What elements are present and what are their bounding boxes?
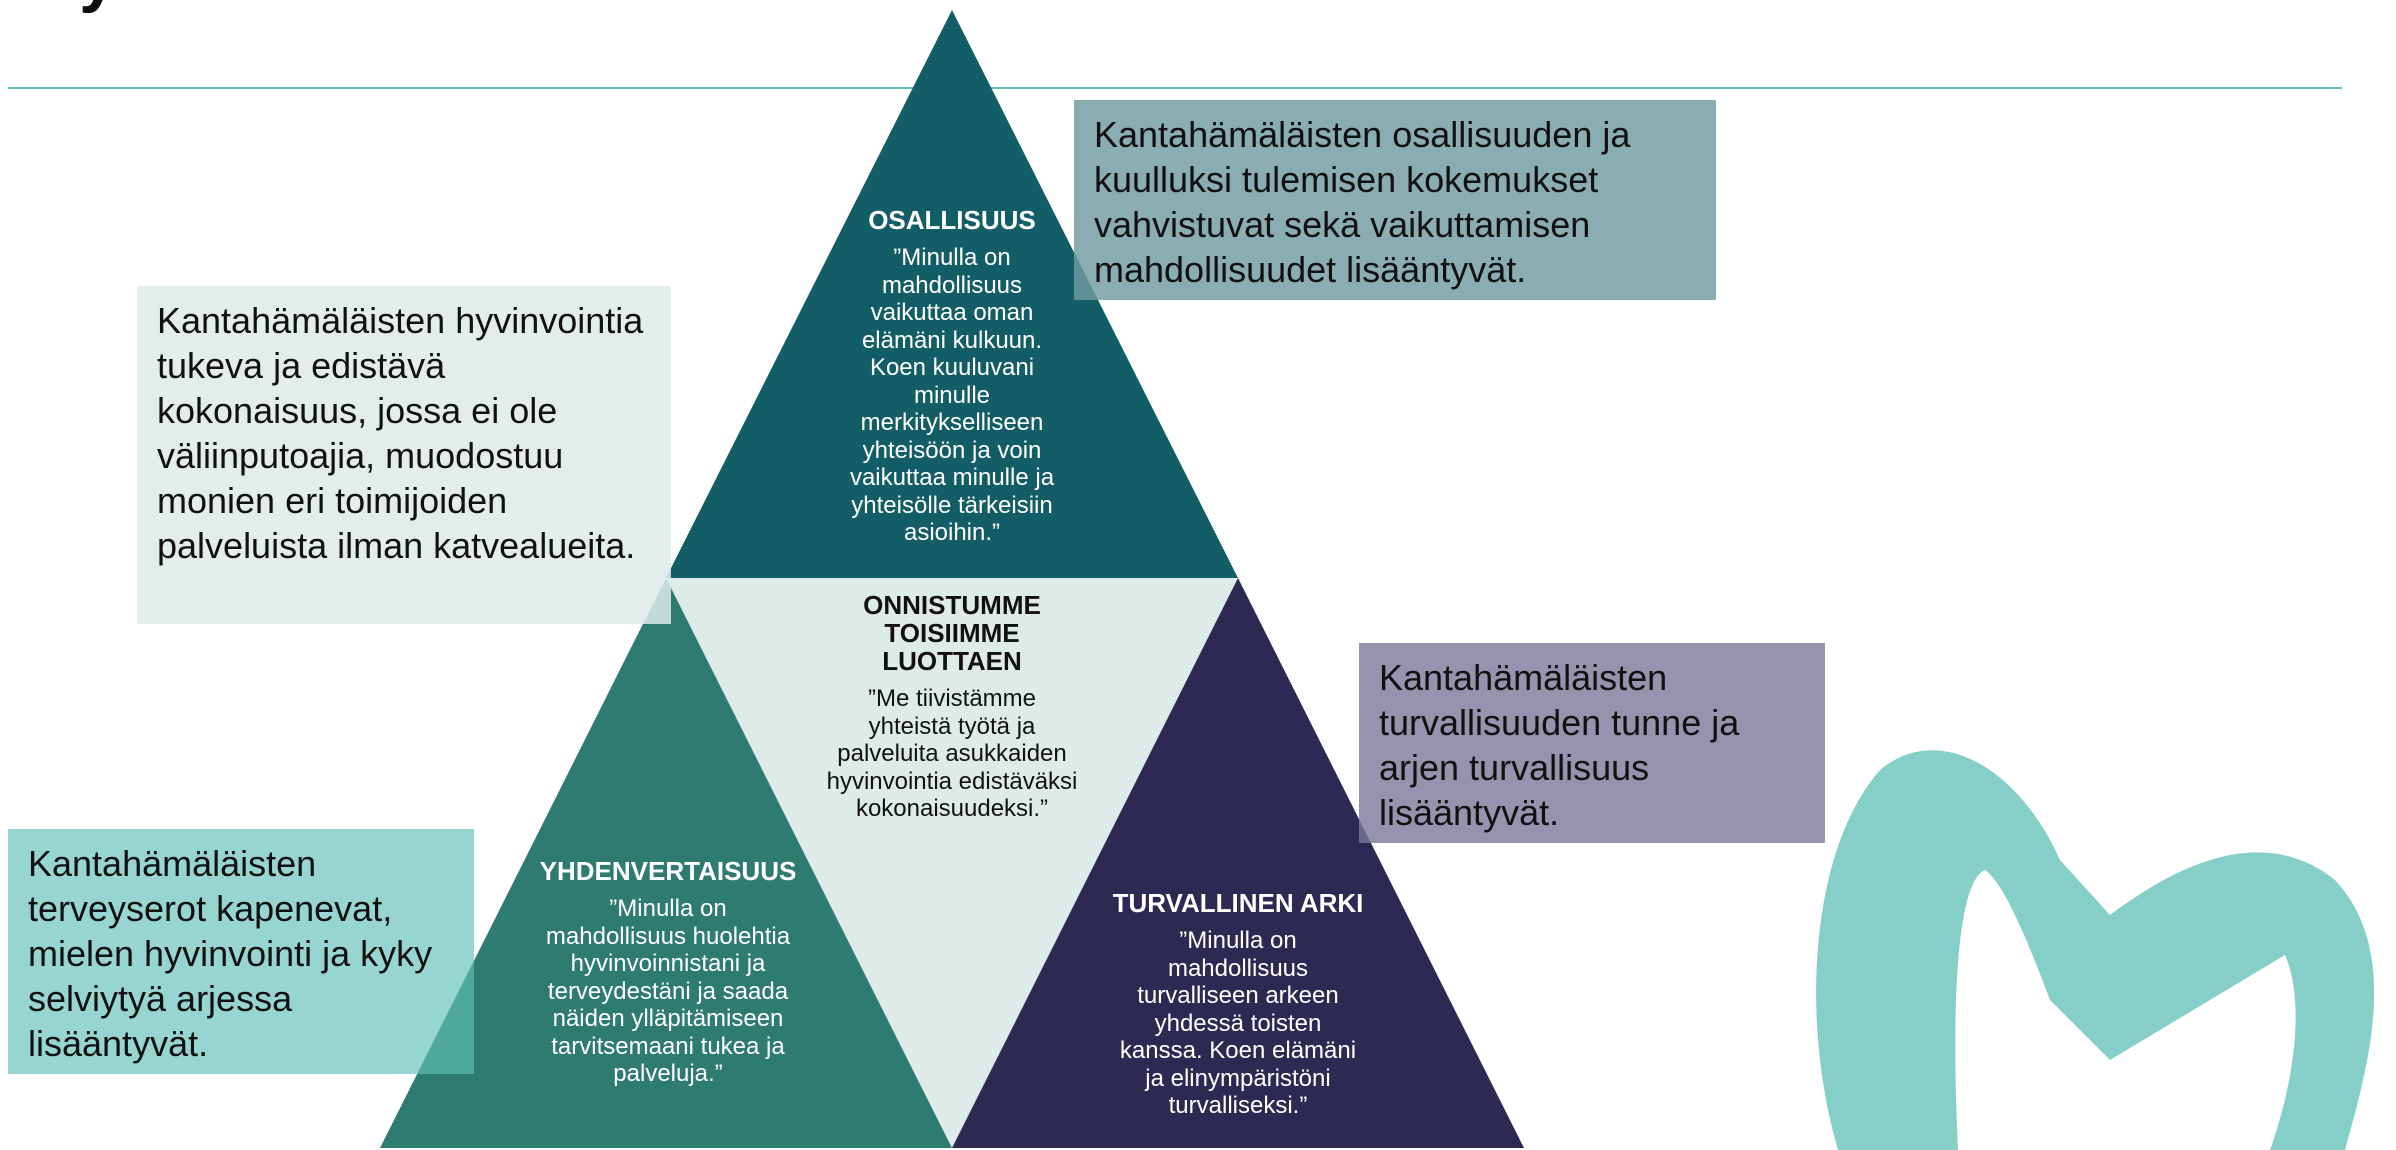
page-title: Hyvinvointisuunnitelman tavoitteet 2023-… xyxy=(30,0,1504,18)
triangle-turvallinen-arki xyxy=(952,578,1524,1148)
triangle-osallisuus xyxy=(666,10,1238,578)
triangle-body-center: ”Me tiivistämme yhteistä työtä ja palvel… xyxy=(826,685,1078,822)
goal-box-palvelut: Kantahämäläisten hyvinvointia tukeva ja … xyxy=(137,286,671,624)
triangle-title-center: ONNISTUMME TOISIIMME LUOTTAEN xyxy=(863,590,1041,676)
triangle-title-yhdenvertaisuus: YHDENVERTAISUUS xyxy=(539,856,797,886)
goal-box-osallisuus: Kantahämäläisten osallisuuden ja kuulluk… xyxy=(1074,100,1716,300)
triangle-body-turvallinen-arki: ”Minulla on mahdollisuus turvalliseen ar… xyxy=(1119,927,1357,1119)
goal-box-terveys: Kantahämäläisten terveyserot kapenevat, … xyxy=(8,829,474,1074)
goal-text-turvallisuus: Kantahämäläisten turvallisuuden tunne ja… xyxy=(1379,657,1740,833)
goal-text-terveys: Kantahämäläisten terveyserot kapenevat, … xyxy=(28,843,433,1064)
triangle-title-osallisuus: OSALLISUUS xyxy=(868,205,1036,235)
triangle-body-yhdenvertaisuus: ”Minulla on mahdollisuus huolehtia hyvin… xyxy=(545,895,791,1087)
triangle-text-center: ONNISTUMME TOISIIMME LUOTTAEN ”Me tiivis… xyxy=(822,591,1082,823)
title-divider xyxy=(8,87,2342,89)
goal-text-palvelut: Kantahämäläisten hyvinvointia tukeva ja … xyxy=(157,300,644,566)
triangle-center xyxy=(666,578,1238,1148)
triangle-text-osallisuus: OSALLISUUS ”Minulla on mahdollisuus vaik… xyxy=(832,206,1072,547)
goal-text-osallisuus: Kantahämäläisten osallisuuden ja kuulluk… xyxy=(1094,114,1631,290)
triangle-text-yhdenvertaisuus: YHDENVERTAISUUS ”Minulla on mahdollisuus… xyxy=(528,857,808,1088)
triangle-title-turvallinen-arki: TURVALLINEN ARKI xyxy=(1112,888,1364,918)
goal-box-turvallisuus: Kantahämäläisten turvallisuuden tunne ja… xyxy=(1359,643,1825,843)
logo-heart-shape xyxy=(1816,750,2375,1150)
triangle-yhdenvertaisuus xyxy=(380,578,952,1148)
triangle-body-osallisuus: ”Minulla on mahdollisuus vaikuttaa oman … xyxy=(849,244,1055,546)
triangle-text-turvallinen-arki: TURVALLINEN ARKI ”Minulla on mahdollisuu… xyxy=(1098,889,1378,1120)
